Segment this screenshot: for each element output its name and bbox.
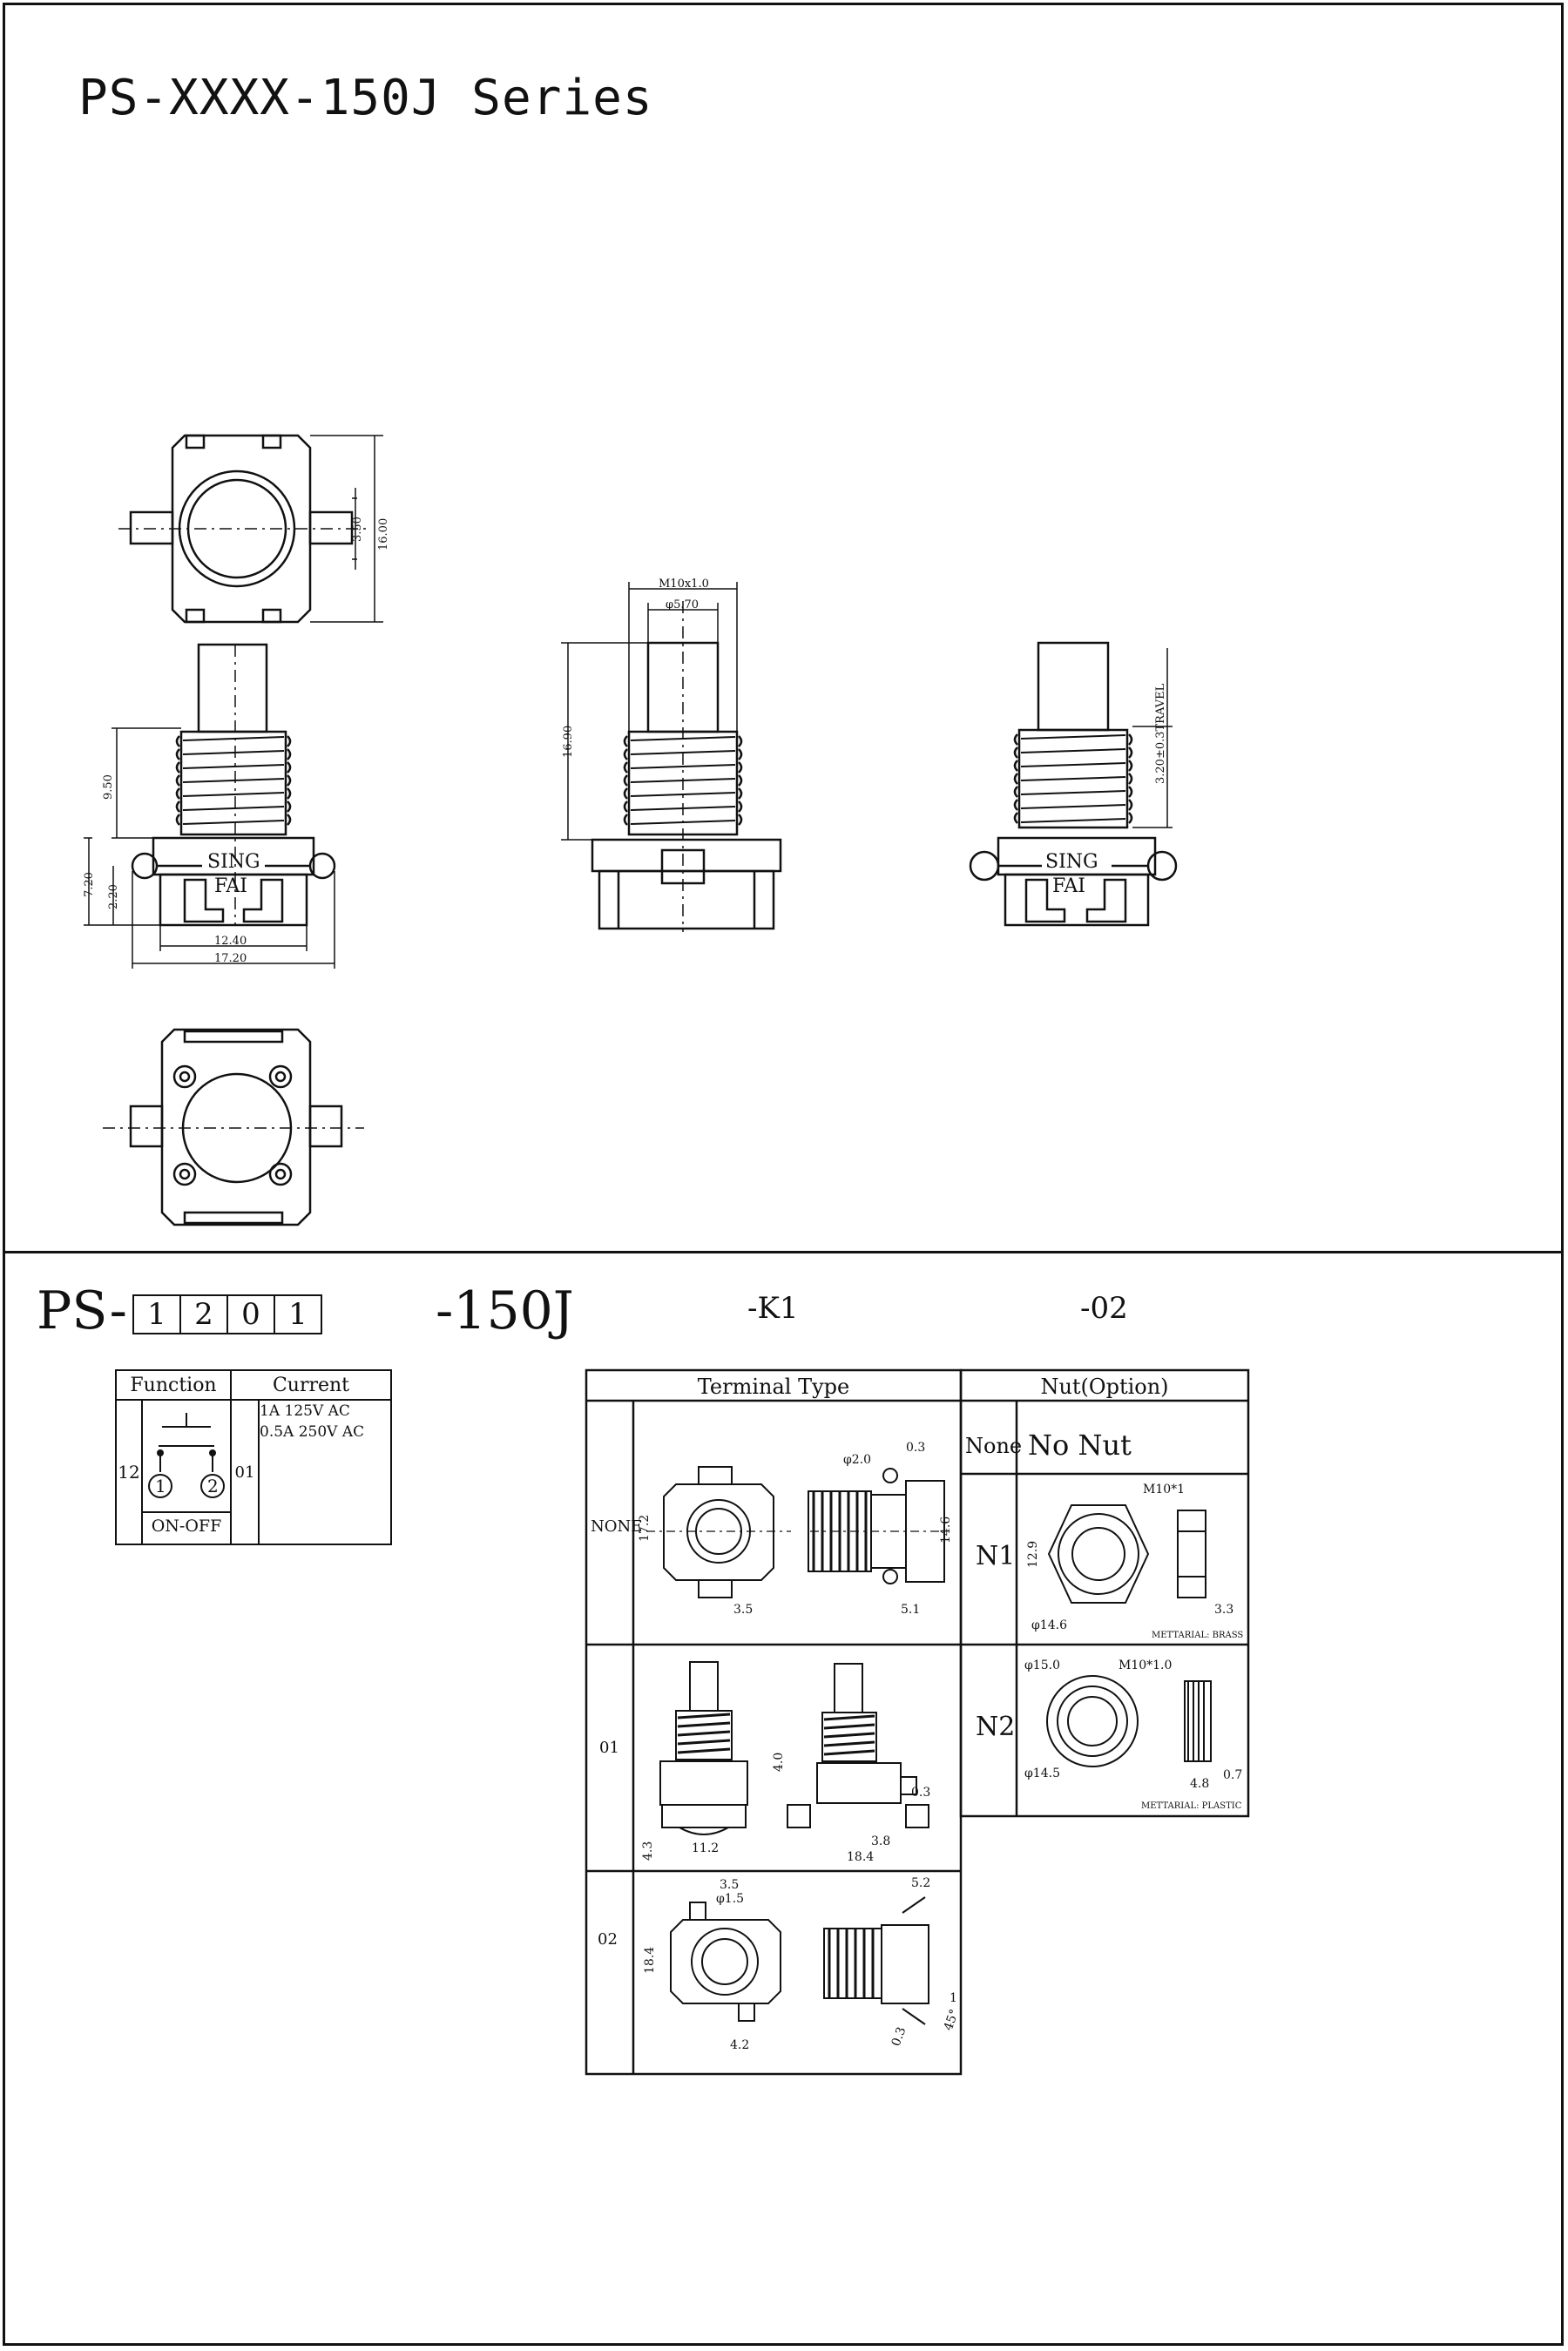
dim-3-50: 3.50: [351, 517, 364, 542]
terminal-row-02: 02: [598, 1930, 618, 1949]
n2-dim-a: φ15.0: [1024, 1659, 1060, 1672]
on-off-label: ON-OFF: [152, 1517, 222, 1536]
function-header: Function: [115, 1369, 232, 1401]
function-code: 12: [115, 1399, 143, 1545]
terminal-type-header: Terminal Type: [698, 1375, 849, 1399]
current-value-1: 1A 125V AC: [260, 1402, 350, 1420]
n1-dim-a: M10*1: [1143, 1483, 1185, 1496]
r02-dim-a: 3.5: [720, 1878, 739, 1892]
terminal-02-drawing: [670, 1896, 929, 2025]
n1-dim-d: 3.3: [1214, 1603, 1233, 1617]
part-number-digits: 1 2 0 1: [132, 1294, 322, 1334]
dim-m10: M10x1.0: [659, 578, 709, 591]
none-dim-b: 3.5: [733, 1603, 753, 1617]
front-view-left: [84, 643, 336, 969]
part-number-suffix-k1: -K1: [747, 1291, 799, 1326]
terminal-row-none: NONE: [591, 1517, 642, 1536]
dim-12-40: 12.40: [214, 935, 247, 948]
r02-dim-g: 45°: [942, 2008, 963, 2033]
function-current-table: Function Current 12 1 2 ON-OFF 01 1A 125…: [115, 1369, 392, 1545]
none-dim-e: 14.6: [939, 1517, 953, 1544]
part-digit-4: 1: [288, 1297, 308, 1332]
bottom-view: [103, 1028, 364, 1226]
page-title: PS-XXXX-150J Series: [78, 70, 653, 126]
r01-dim-d: 0.3: [911, 1786, 930, 1800]
r02-dim-d: 4.2: [730, 2038, 749, 2052]
current-value-2: 0.5A 250V AC: [260, 1423, 365, 1441]
dim-16-00: 16.00: [377, 518, 390, 551]
brand-line2: FAI: [214, 875, 247, 897]
current-header: Current: [230, 1369, 392, 1401]
brand-line1-right: SING: [1045, 851, 1098, 873]
top-view: [118, 434, 383, 624]
n2-dim-b: M10*1.0: [1119, 1659, 1172, 1672]
on-off-symbol: 1 2 ON-OFF: [143, 1413, 230, 1536]
dim-17-20: 17.20: [214, 952, 247, 965]
dim-9-50: 9.50: [102, 774, 115, 800]
terminal-none-drawing: [646, 1466, 945, 1598]
dim-16-90: 16.90: [562, 726, 575, 758]
dim-2-20: 2.20: [107, 884, 120, 909]
part-digit-3: 0: [228, 1296, 275, 1333]
brand-line2-right: FAI: [1052, 875, 1085, 897]
drawing-frame: [3, 3, 1564, 2346]
n1-dim-b: 12.9: [1026, 1541, 1040, 1568]
r02-dim-f: 0.3: [889, 2025, 909, 2048]
dim-phi-5-70: φ5.70: [666, 598, 699, 611]
section-divider: [5, 1251, 1561, 1253]
n2-material: METTARIAL: PLASTIC: [1141, 1801, 1242, 1811]
part-number-suffix-02: -02: [1080, 1291, 1128, 1326]
nut-n2-drawing: [1046, 1675, 1212, 1767]
nut-n2-code: N2: [976, 1712, 1015, 1742]
nut-option-header: Nut(Option): [1040, 1375, 1168, 1399]
n2-dim-c: φ14.5: [1024, 1767, 1060, 1780]
part-number-prefix: PS-: [37, 1280, 127, 1341]
r01-dim-a: 4.0: [772, 1753, 786, 1772]
terminal-2-label: 2: [207, 1476, 219, 1496]
r02-dim-h: 1: [950, 1991, 957, 2005]
terminal-01-drawing: [659, 1661, 929, 1835]
r01-dim-b: 4.3: [641, 1841, 655, 1861]
nut-n1-code: N1: [976, 1541, 1015, 1571]
current-values: 1A 125V AC 0.5A 250V AC: [258, 1399, 392, 1545]
r02-dim-e: 5.2: [911, 1876, 930, 1890]
r02-dim-b: φ1.5: [716, 1892, 744, 1906]
front-view-middle: [561, 582, 782, 932]
switch-drawings: SING FAI SING FAI 3.50 16.00 9.50 7.20 2…: [83, 434, 1178, 1226]
part-digit-1: 1: [134, 1296, 181, 1333]
n2-dim-d: 4.8: [1190, 1777, 1209, 1791]
dim-7-20: 7.20: [83, 872, 96, 897]
current-code: 01: [230, 1399, 260, 1545]
front-view-right: [969, 641, 1178, 927]
brand-line1: SING: [207, 851, 260, 873]
none-dim-c: φ2.0: [843, 1453, 871, 1467]
nut-none-label: No Nut: [1028, 1429, 1132, 1462]
part-number-suffix-150j: -150J: [436, 1280, 574, 1341]
r02-dim-c: 18.4: [643, 1947, 657, 1974]
r01-dim-c: 11.2: [692, 1841, 719, 1855]
function-symbol-cell: 1 2 ON-OFF: [141, 1399, 232, 1545]
n1-material: METTARIAL: BRASS: [1152, 1631, 1243, 1640]
terminal-row-01: 01: [599, 1739, 619, 1757]
terminal-1-label: 1: [155, 1476, 166, 1496]
none-dim-d: 0.3: [906, 1441, 925, 1455]
none-dim-f: 5.1: [901, 1603, 920, 1617]
r01-dim-f: 18.4: [847, 1850, 874, 1864]
nut-n1-drawing: [1047, 1504, 1206, 1604]
nut-none-code: None: [965, 1434, 1022, 1458]
n1-dim-c: φ14.6: [1031, 1618, 1067, 1632]
part-digit-2: 2: [181, 1296, 228, 1333]
none-dim-a: 17.2: [638, 1515, 652, 1542]
n2-dim-e: 0.7: [1223, 1768, 1242, 1782]
r01-dim-e: 3.8: [871, 1834, 890, 1848]
dim-travel: 3.20±0.3TRAVEL: [1154, 683, 1167, 784]
